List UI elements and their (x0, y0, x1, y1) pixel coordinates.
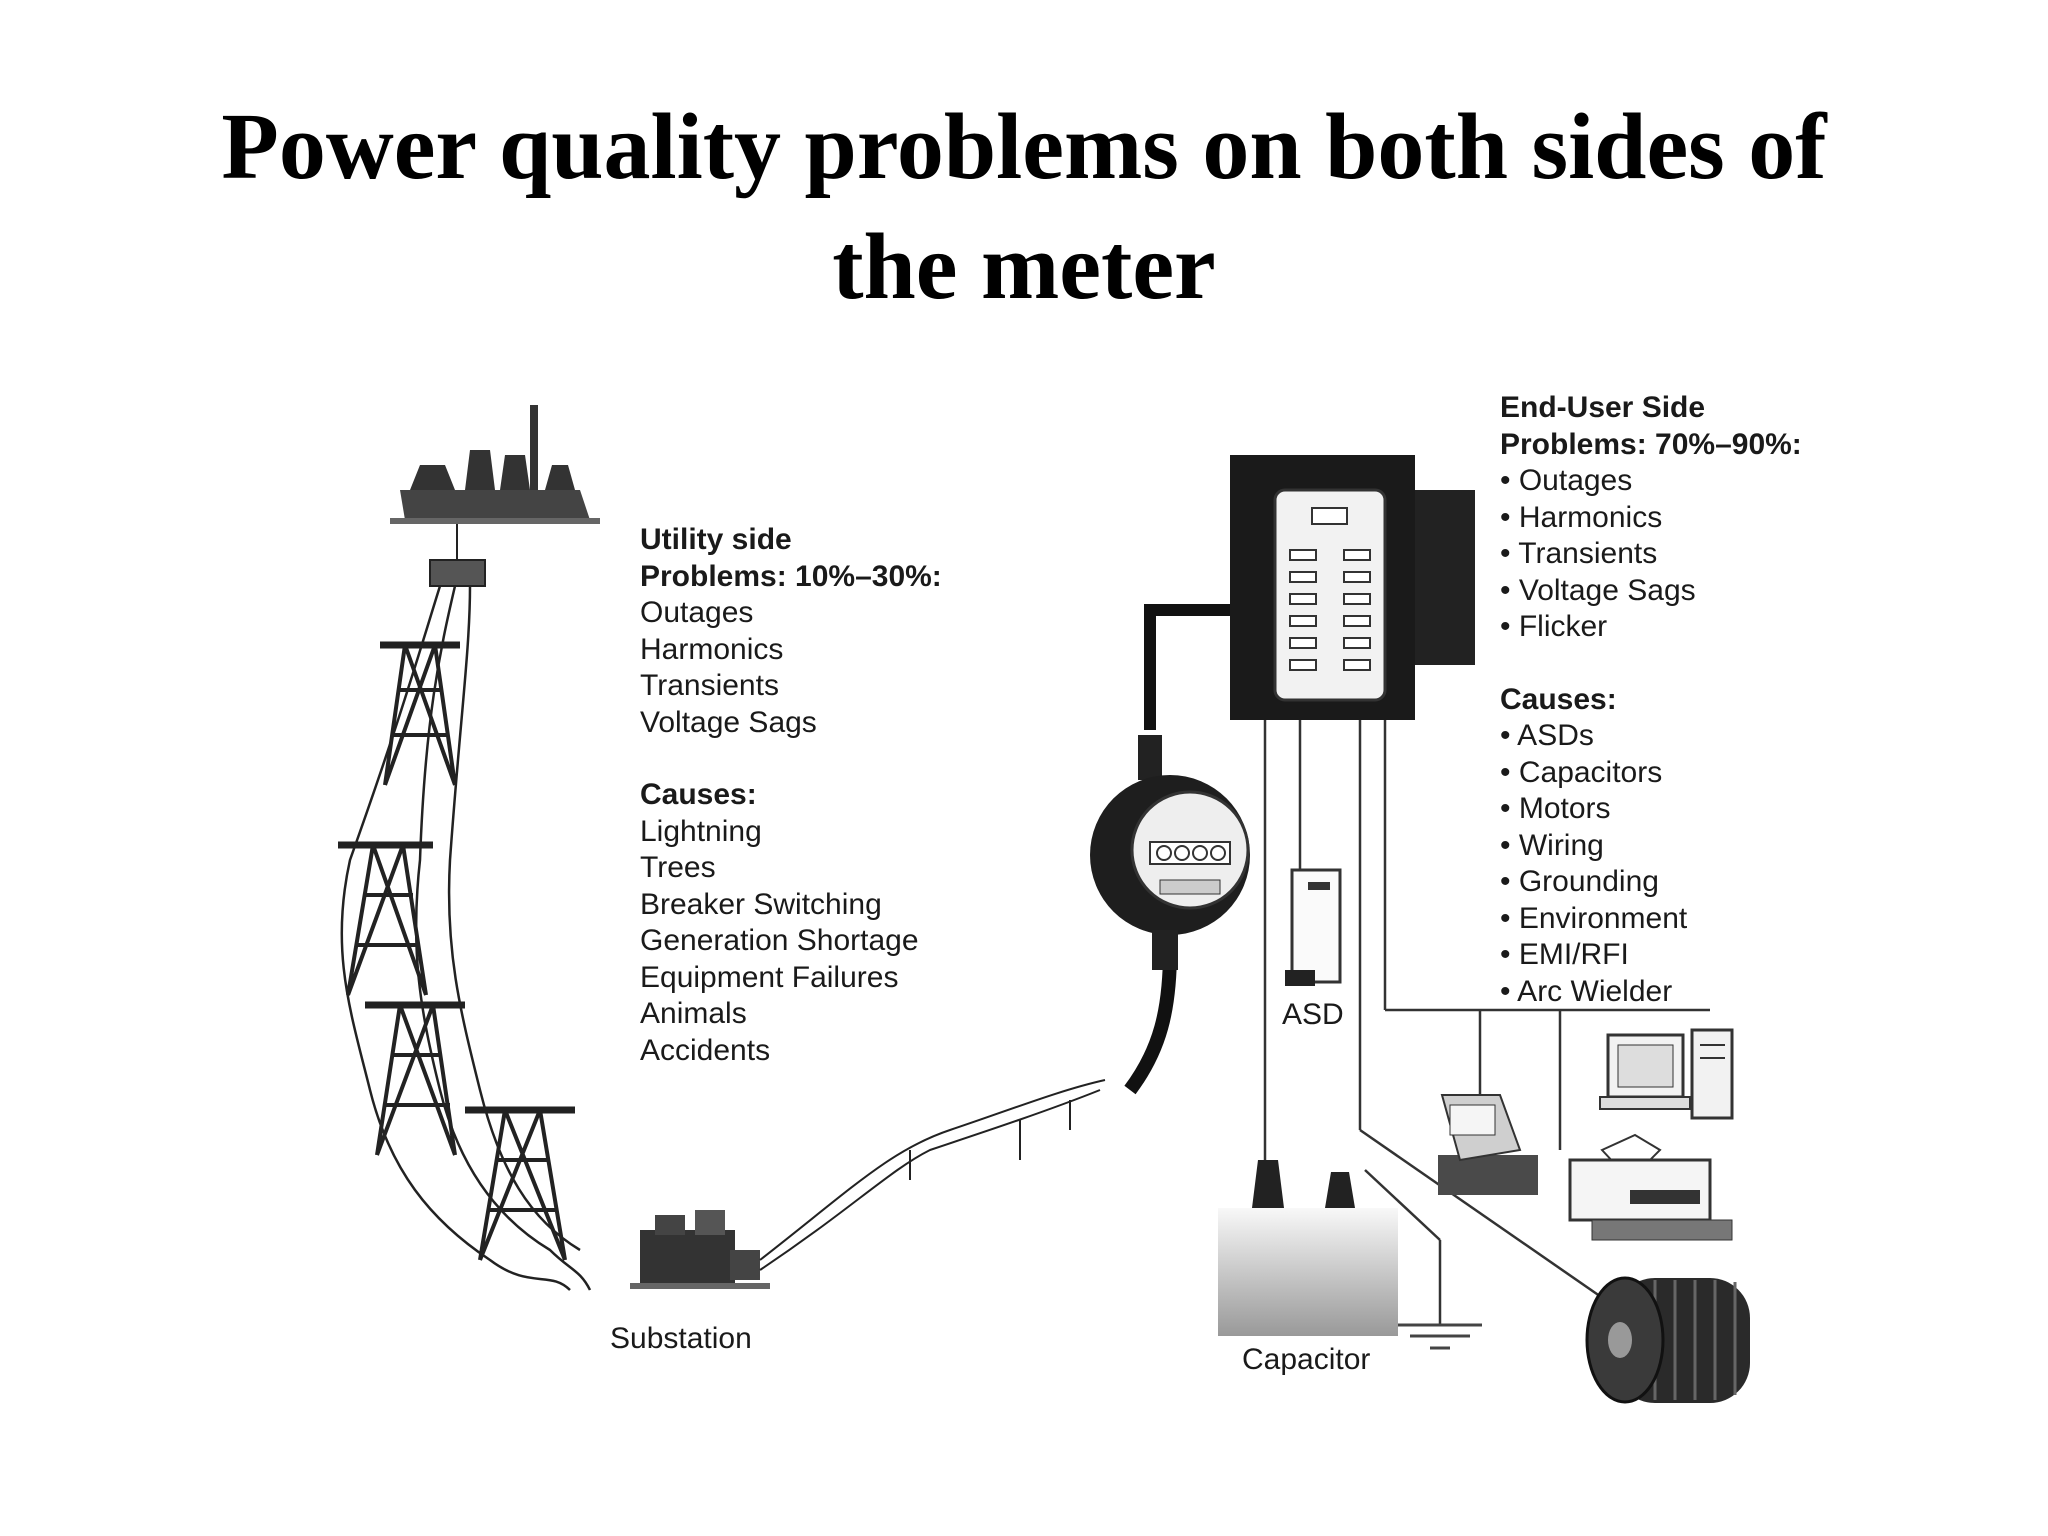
enduser-cause-item: • Capacitors (1500, 755, 1663, 789)
enduser-causes-heading: Causes: (1500, 682, 1617, 716)
utility-problem-item: Outages (640, 596, 754, 629)
enduser-cause-item: • EMI/RFI (1500, 938, 1629, 971)
page-title-line-2: the meter (832, 215, 1216, 319)
asd-drive-icon (1285, 868, 1342, 986)
enduser-cause-item: • Wiring (1500, 828, 1604, 862)
utility-problem-item: Transients (640, 669, 779, 702)
electric-meter-icon (1090, 735, 1250, 970)
utility-cause-item: Breaker Switching (640, 887, 882, 921)
page-title-line-1: Power quality problems on both sides of (221, 95, 1827, 199)
capacitor-icon (1218, 1160, 1398, 1336)
utility-problems-heading: Problems: 10%–30%: (640, 559, 942, 593)
printer-icon (1568, 1133, 1733, 1241)
utility-cause-item: Animals (640, 997, 747, 1030)
switchyard-icon (429, 524, 486, 587)
utility-cause-item: Generation Shortage (640, 924, 919, 957)
enduser-cause-item: • ASDs (1500, 719, 1594, 752)
enduser-problem-item: • Flicker (1500, 610, 1608, 643)
utility-cause-item: Equipment Failures (640, 960, 899, 994)
power-plant-icon (390, 405, 600, 524)
utility-cause-item: Trees (640, 851, 716, 884)
utility-causes-heading: Causes: (640, 778, 757, 811)
enduser-cause-item: • Motors (1500, 792, 1611, 825)
enduser-cause-item: • Grounding (1500, 865, 1659, 898)
meter-riser (1144, 604, 1230, 730)
enduser-problem-item: • Transients (1500, 537, 1658, 570)
transmission-tower-icon (338, 641, 575, 1261)
diagram-artwork (338, 405, 1750, 1404)
utility-cause-item: Accidents (640, 1033, 771, 1067)
utility-cause-item: Lightning (640, 814, 762, 848)
enduser-cause-item: • Environment (1500, 901, 1688, 935)
capacitor-label: Capacitor (1242, 1343, 1371, 1376)
enduser-problems-heading: Problems: 70%–90%: (1500, 427, 1802, 461)
branch-wires (1263, 720, 1710, 1325)
utility-problem-item: Harmonics (640, 632, 784, 666)
utility-side-panel: Utility side Problems: 10%–30%: Outages … (640, 522, 942, 1069)
ground-icon (1398, 1323, 1482, 1350)
asd-label: ASD (1282, 998, 1344, 1031)
enduser-cause-item: • Arc Wielder (1500, 974, 1673, 1008)
utility-problem-item: Voltage Sags (640, 705, 817, 739)
enduser-problem-item: • Voltage Sags (1500, 573, 1696, 607)
substation-icon (630, 1210, 770, 1289)
fax-machine-icon (1438, 1094, 1538, 1195)
computer-icon (1599, 1028, 1734, 1120)
power-quality-diagram: Utility side Problems: 10%–30%: Outages … (330, 390, 1810, 1450)
service-panel-icon (1230, 455, 1475, 720)
distribution-wires (759, 1079, 1106, 1271)
enduser-problem-item: • Outages (1500, 464, 1633, 497)
utility-heading: Utility side (640, 523, 792, 556)
enduser-problem-item: • Harmonics (1500, 500, 1663, 534)
end-user-side-panel: End-User Side Problems: 70%–90%: • Outag… (1500, 390, 1802, 1010)
enduser-heading: End-User Side (1500, 391, 1706, 424)
motor-icon (1585, 1276, 1750, 1404)
substation-label: Substation (610, 1322, 752, 1355)
